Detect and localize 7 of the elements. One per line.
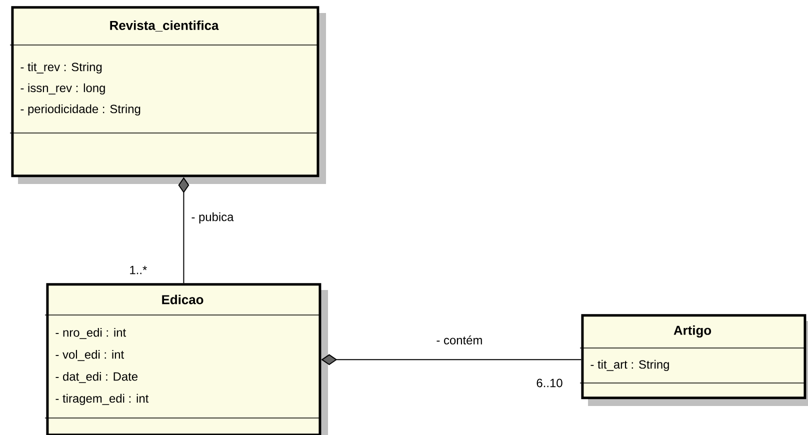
class-box: Revista_cientifica - tit_rev : String - issn_rev : long - periodicidade : String [10,6,326,184]
multiplicity-label: 6..10 [536,378,562,388]
edge-label: - contém [435,334,484,346]
class-box: Edicao - nro_edi : int - vol_edi : int - dat_edi : Date - tiragem_edi : int [44,283,328,435]
multiplicity-label: 1..* [130,266,147,274]
class-box: Artigo - tit_art : String [580,314,808,406]
edge-label: - pubica [190,211,235,225]
